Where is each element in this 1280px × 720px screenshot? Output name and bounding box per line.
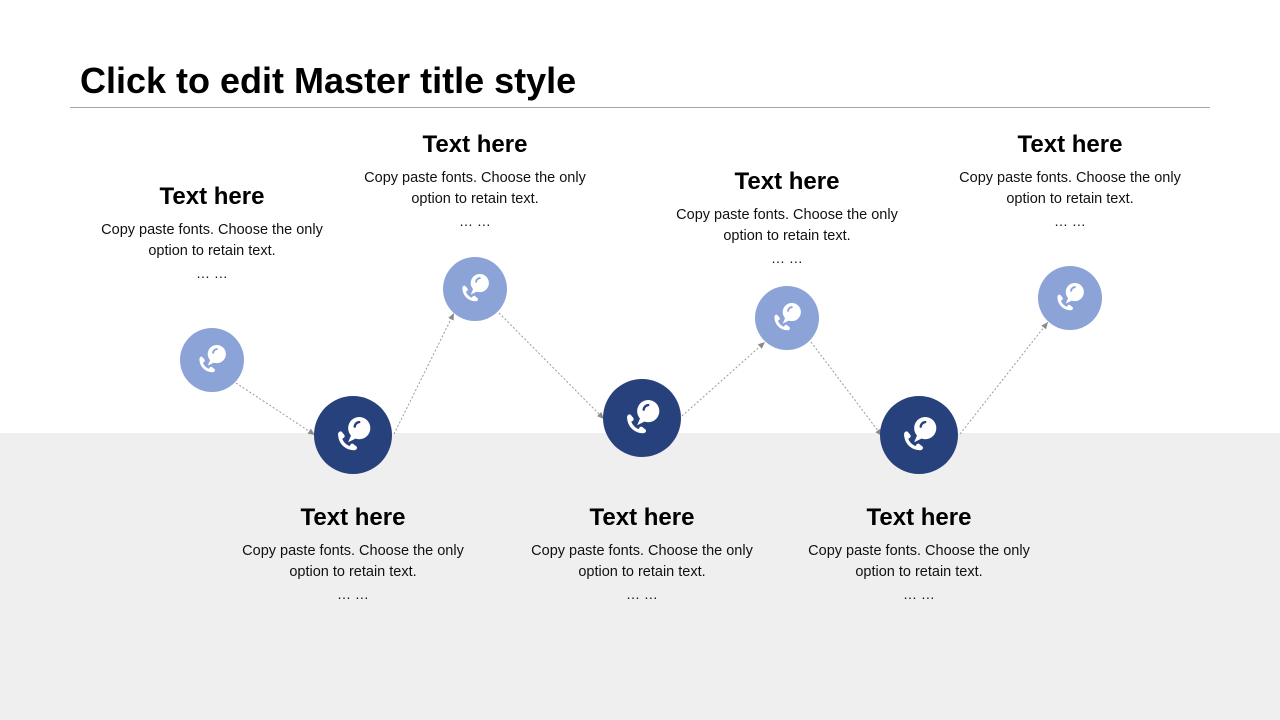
step-6-body[interactable]: Copy paste fonts. Choose the only option… xyxy=(789,541,1049,604)
step-3-text: Text here Copy paste fonts. Choose the o… xyxy=(345,130,605,231)
step-7-heading[interactable]: Text here xyxy=(1017,131,1123,158)
step-1-node[interactable] xyxy=(180,328,244,392)
connector-1 xyxy=(235,382,316,436)
title-underline xyxy=(70,107,1210,108)
step-7-node[interactable] xyxy=(1038,266,1102,330)
step-3-node[interactable] xyxy=(443,257,507,321)
step-2-body[interactable]: Copy paste fonts. Choose the only option… xyxy=(223,541,483,604)
phone-chat-bubble-icon xyxy=(461,273,491,303)
connector-3 xyxy=(498,312,605,420)
connector-5 xyxy=(810,341,883,437)
step-4-node[interactable] xyxy=(603,379,681,457)
step-6-node[interactable] xyxy=(880,396,958,474)
step-5-text: Text here Copy paste fonts. Choose the o… xyxy=(657,167,917,268)
step-1-heading[interactable]: Text here xyxy=(159,183,265,210)
phone-chat-bubble-icon xyxy=(773,302,803,332)
phone-chat-bubble-icon xyxy=(625,398,661,435)
step-2-ellipsis: … … xyxy=(337,586,369,602)
step-3-body[interactable]: Copy paste fonts. Choose the only option… xyxy=(345,168,605,231)
step-7-body[interactable]: Copy paste fonts. Choose the only option… xyxy=(940,168,1200,231)
step-1-text: Text here Copy paste fonts. Choose the o… xyxy=(82,182,342,283)
phone-chat-bubble-icon xyxy=(1056,282,1086,312)
step-3-ellipsis: … … xyxy=(459,213,491,229)
step-7-text: Text here Copy paste fonts. Choose the o… xyxy=(940,130,1200,231)
step-1-body[interactable]: Copy paste fonts. Choose the only option… xyxy=(82,220,342,283)
background-band xyxy=(0,433,1280,720)
step-1-ellipsis: … … xyxy=(196,265,228,281)
step-5-ellipsis: … … xyxy=(771,250,803,266)
step-6-ellipsis: … … xyxy=(903,586,935,602)
phone-chat-bubble-icon xyxy=(336,415,372,452)
step-3-heading[interactable]: Text here xyxy=(422,131,528,158)
phone-chat-bubble-icon xyxy=(902,415,938,452)
step-6-text: Text here Copy paste fonts. Choose the o… xyxy=(789,503,1049,604)
step-5-body[interactable]: Copy paste fonts. Choose the only option… xyxy=(657,205,917,268)
slide-title[interactable]: Click to edit Master title style xyxy=(80,60,577,101)
step-2-text: Text here Copy paste fonts. Choose the o… xyxy=(223,503,483,604)
step-7-ellipsis: … … xyxy=(1054,213,1086,229)
step-4-heading[interactable]: Text here xyxy=(589,504,695,531)
phone-chat-bubble-icon xyxy=(198,344,228,374)
connector-6 xyxy=(959,321,1049,435)
step-5-node[interactable] xyxy=(755,286,819,350)
step-2-node[interactable] xyxy=(314,396,392,474)
connector-2 xyxy=(393,312,455,435)
step-4-text: Text here Copy paste fonts. Choose the o… xyxy=(512,503,772,604)
step-2-heading[interactable]: Text here xyxy=(300,504,406,531)
step-6-heading[interactable]: Text here xyxy=(866,504,972,531)
step-4-ellipsis: … … xyxy=(626,586,658,602)
step-5-heading[interactable]: Text here xyxy=(734,168,840,195)
step-4-body[interactable]: Copy paste fonts. Choose the only option… xyxy=(512,541,772,604)
connector-4 xyxy=(681,341,766,417)
